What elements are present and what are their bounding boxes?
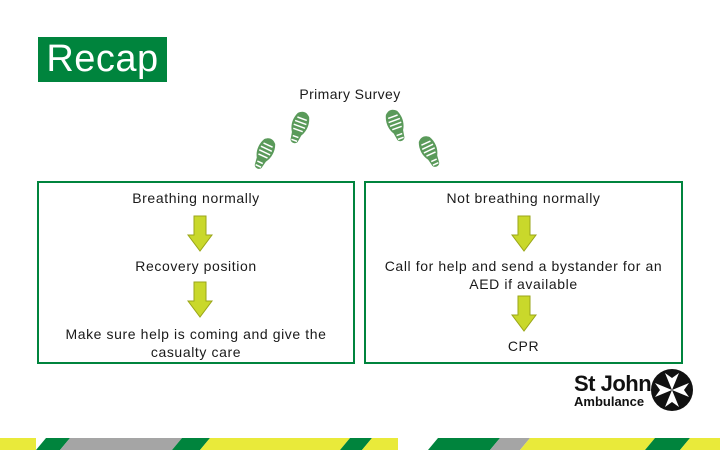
call-for-help-label: Call for help and send a bystander for a… (384, 258, 663, 292)
footprints-icon (249, 106, 445, 173)
not-breathing-label: Not breathing normally (446, 190, 601, 206)
primary-survey-title: Primary Survey (299, 86, 401, 102)
maltese-cross-icon (651, 369, 693, 411)
give-care-label: Make sure help is coming and give the ca… (65, 326, 327, 360)
arrow-down-icon (511, 295, 537, 332)
arrow-down-icon (511, 215, 537, 252)
arrow-down-icon (187, 281, 213, 318)
breathing-normally-label: Breathing normally (132, 190, 260, 206)
breathing-normally-panel: Breathing normally Recovery position Mak… (37, 181, 355, 364)
st-john-ambulance-logo: St John Ambulance (572, 367, 694, 415)
logo-name: St John (574, 371, 652, 396)
footer-stripes (0, 438, 720, 450)
not-breathing-panel: Not breathing normally Call for help and… (364, 181, 683, 364)
recap-heading: Recap (38, 37, 167, 82)
arrow-down-icon (187, 215, 213, 252)
cpr-label: CPR (507, 338, 540, 354)
logo-subname: Ambulance (574, 394, 645, 409)
recovery-position-label: Recovery position (135, 258, 257, 274)
